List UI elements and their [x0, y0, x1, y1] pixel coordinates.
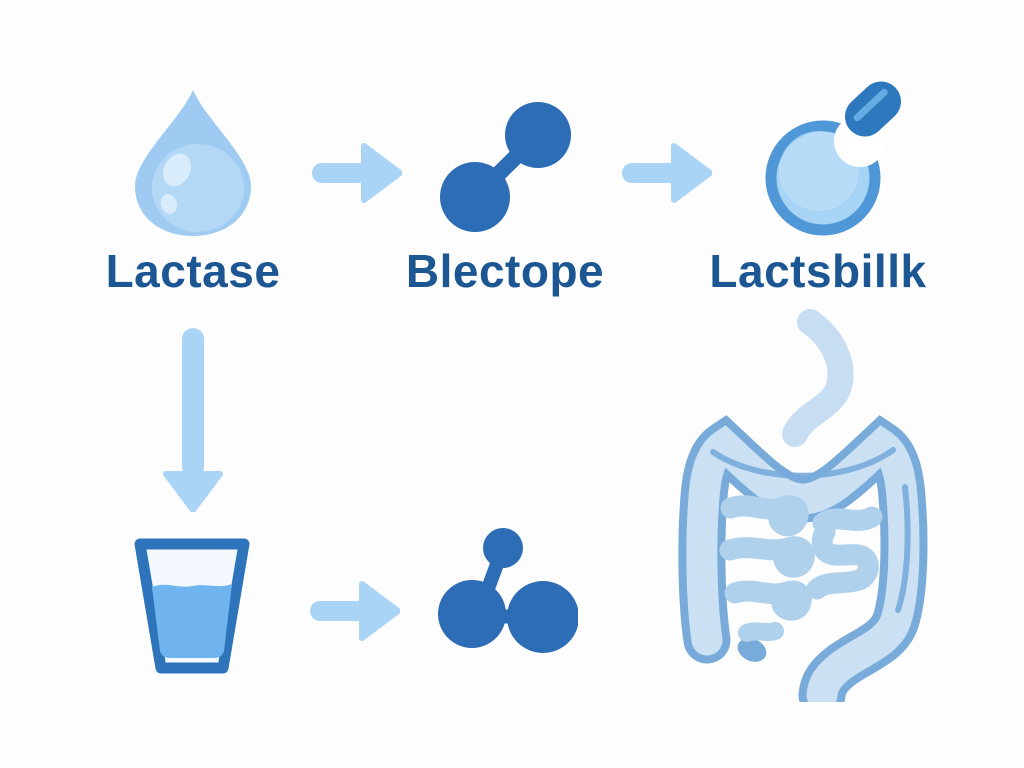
arrow-right-icon [310, 581, 400, 641]
esophagus-squiggle [782, 309, 854, 447]
molecule-two-atoms-icon [440, 102, 571, 232]
arrow-down-icon [163, 328, 223, 512]
milk-glass-icon [134, 538, 250, 674]
step-label-lactsbillk: Lactsbillk [709, 245, 927, 297]
molecule-three-atoms-icon [438, 528, 578, 653]
small-intestine-squiggles [719, 495, 883, 642]
step-label-lactase: Lactase [105, 245, 281, 297]
milk-liquid [152, 584, 232, 658]
capsule-icon [844, 81, 902, 137]
intestine-icon [678, 309, 928, 702]
arrow-right-icon [622, 143, 712, 203]
flask-capsule-icon [765, 81, 902, 236]
colon-fill [686, 425, 920, 702]
transverse-crease-line [710, 447, 896, 479]
arrow-right-icon [312, 143, 402, 203]
milk-droplet-icon [135, 90, 251, 236]
cecum-nub [737, 638, 767, 662]
step-label-blectope: Blectope [405, 245, 605, 297]
descending-crease-line [895, 484, 911, 613]
